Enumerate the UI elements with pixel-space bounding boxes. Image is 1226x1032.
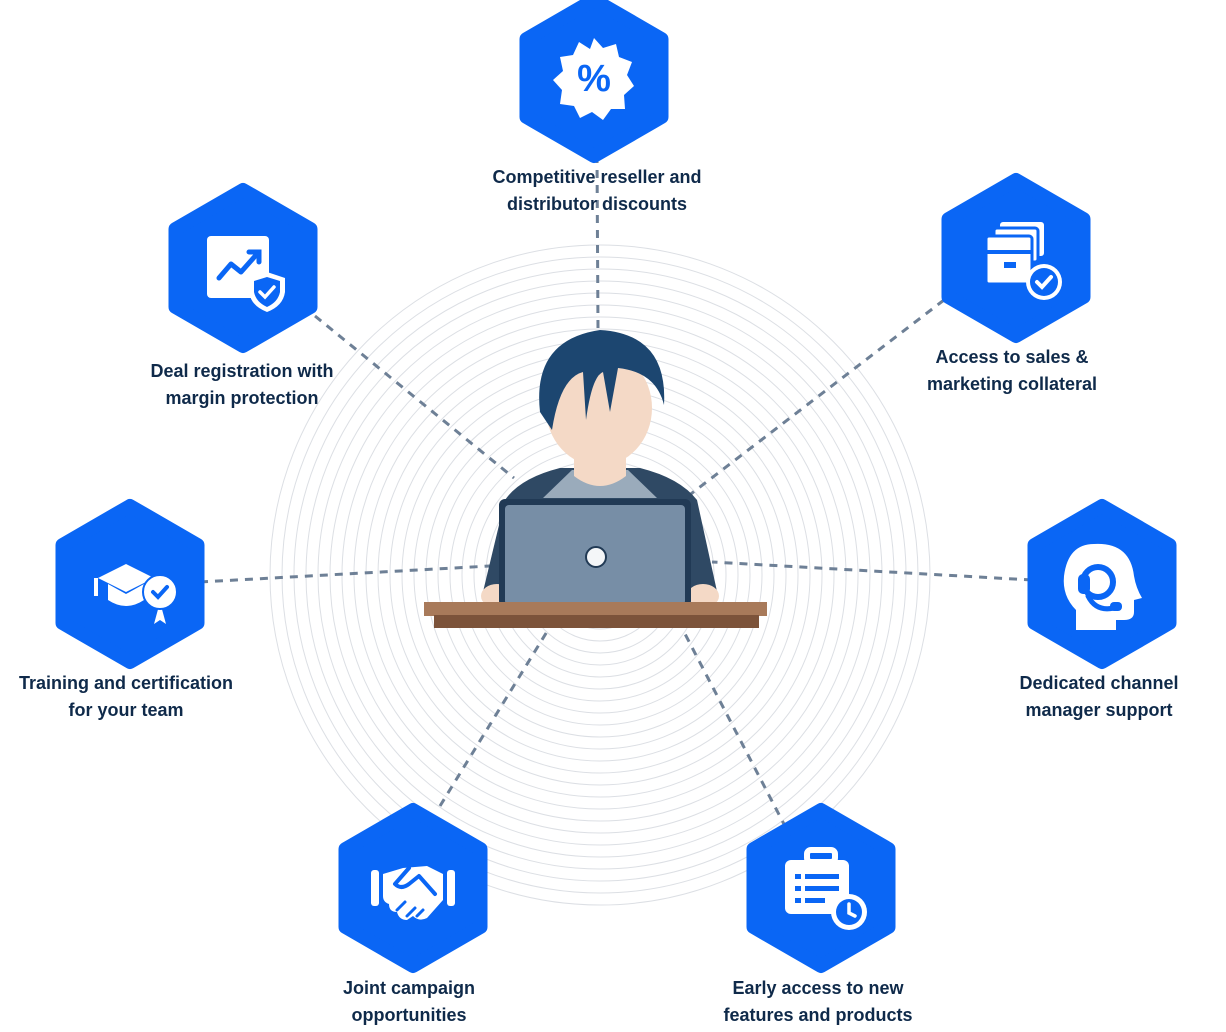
label-line-1: Training and certification [18, 673, 234, 693]
label-line-1: Joint campaign [342, 978, 476, 998]
label-line-1: Early access to new [732, 978, 904, 998]
files-check-icon [984, 222, 1062, 300]
handshake-icon [371, 866, 455, 920]
label-line-2: for your team [68, 700, 184, 720]
hexagon-training [55, 499, 205, 669]
connector-deal-registration [314, 314, 515, 480]
connector-training [199, 564, 491, 584]
hexagon-channel-support [1027, 499, 1177, 669]
connector-channel-support [711, 560, 1033, 582]
person-at-laptop-illustration [424, 330, 767, 628]
ring [281, 256, 919, 894]
ring [269, 244, 931, 906]
laptop-logo [585, 546, 607, 568]
chart-shield-icon [207, 236, 285, 312]
benefit-hexagons: % [55, 0, 1177, 973]
label-early-access: Early access to new features and product… [668, 975, 968, 1029]
graduation-cap-icon [94, 564, 178, 624]
hexagon-joint-campaign [338, 803, 488, 973]
label-deal-registration: Deal registration with margin protection [92, 358, 392, 412]
desk-top [424, 602, 767, 616]
label-line-1: Deal registration with [150, 361, 334, 381]
label-line-1: Access to sales & [935, 347, 1089, 367]
label-line-2: marketing collateral [926, 374, 1098, 394]
label-collateral: Access to sales & marketing collateral [862, 344, 1162, 398]
label-training: Training and certification for your team [0, 670, 276, 724]
label-line-2: opportunities [351, 1005, 467, 1025]
headset-icon [1063, 543, 1142, 630]
svg-text:%: % [577, 58, 611, 100]
label-joint-campaign: Joint campaign opportunities [259, 975, 559, 1029]
face [546, 350, 652, 466]
hexagon-early-access [746, 803, 896, 973]
hair [539, 330, 665, 430]
ring [317, 292, 883, 858]
label-line-1: Competitive reseller and [492, 167, 702, 187]
label-line-2: margin protection [165, 388, 319, 408]
connector-early-access [682, 631, 788, 829]
hexagon-discounts: % [519, 0, 669, 163]
hexagon-deal-registration [168, 183, 318, 353]
connector-joint-campaign [438, 629, 550, 807]
label-line-1: Dedicated channel [1019, 673, 1179, 693]
concentric-rings [269, 244, 931, 906]
label-channel-support: Dedicated channel manager support [949, 670, 1226, 724]
desk-front [434, 615, 759, 628]
ring [329, 304, 871, 846]
briefcase-clock-icon [785, 847, 867, 930]
connector-lines [199, 154, 1033, 829]
connector-collateral [682, 298, 945, 502]
label-line-2: manager support [1025, 700, 1173, 720]
percent-badge-icon: % [553, 38, 634, 120]
ring [293, 268, 907, 882]
label-line-2: distributor discounts [507, 194, 687, 214]
hexagon-collateral [941, 173, 1091, 343]
label-discounts: Competitive reseller and distributor dis… [447, 164, 747, 218]
label-line-2: features and products [723, 1005, 913, 1025]
